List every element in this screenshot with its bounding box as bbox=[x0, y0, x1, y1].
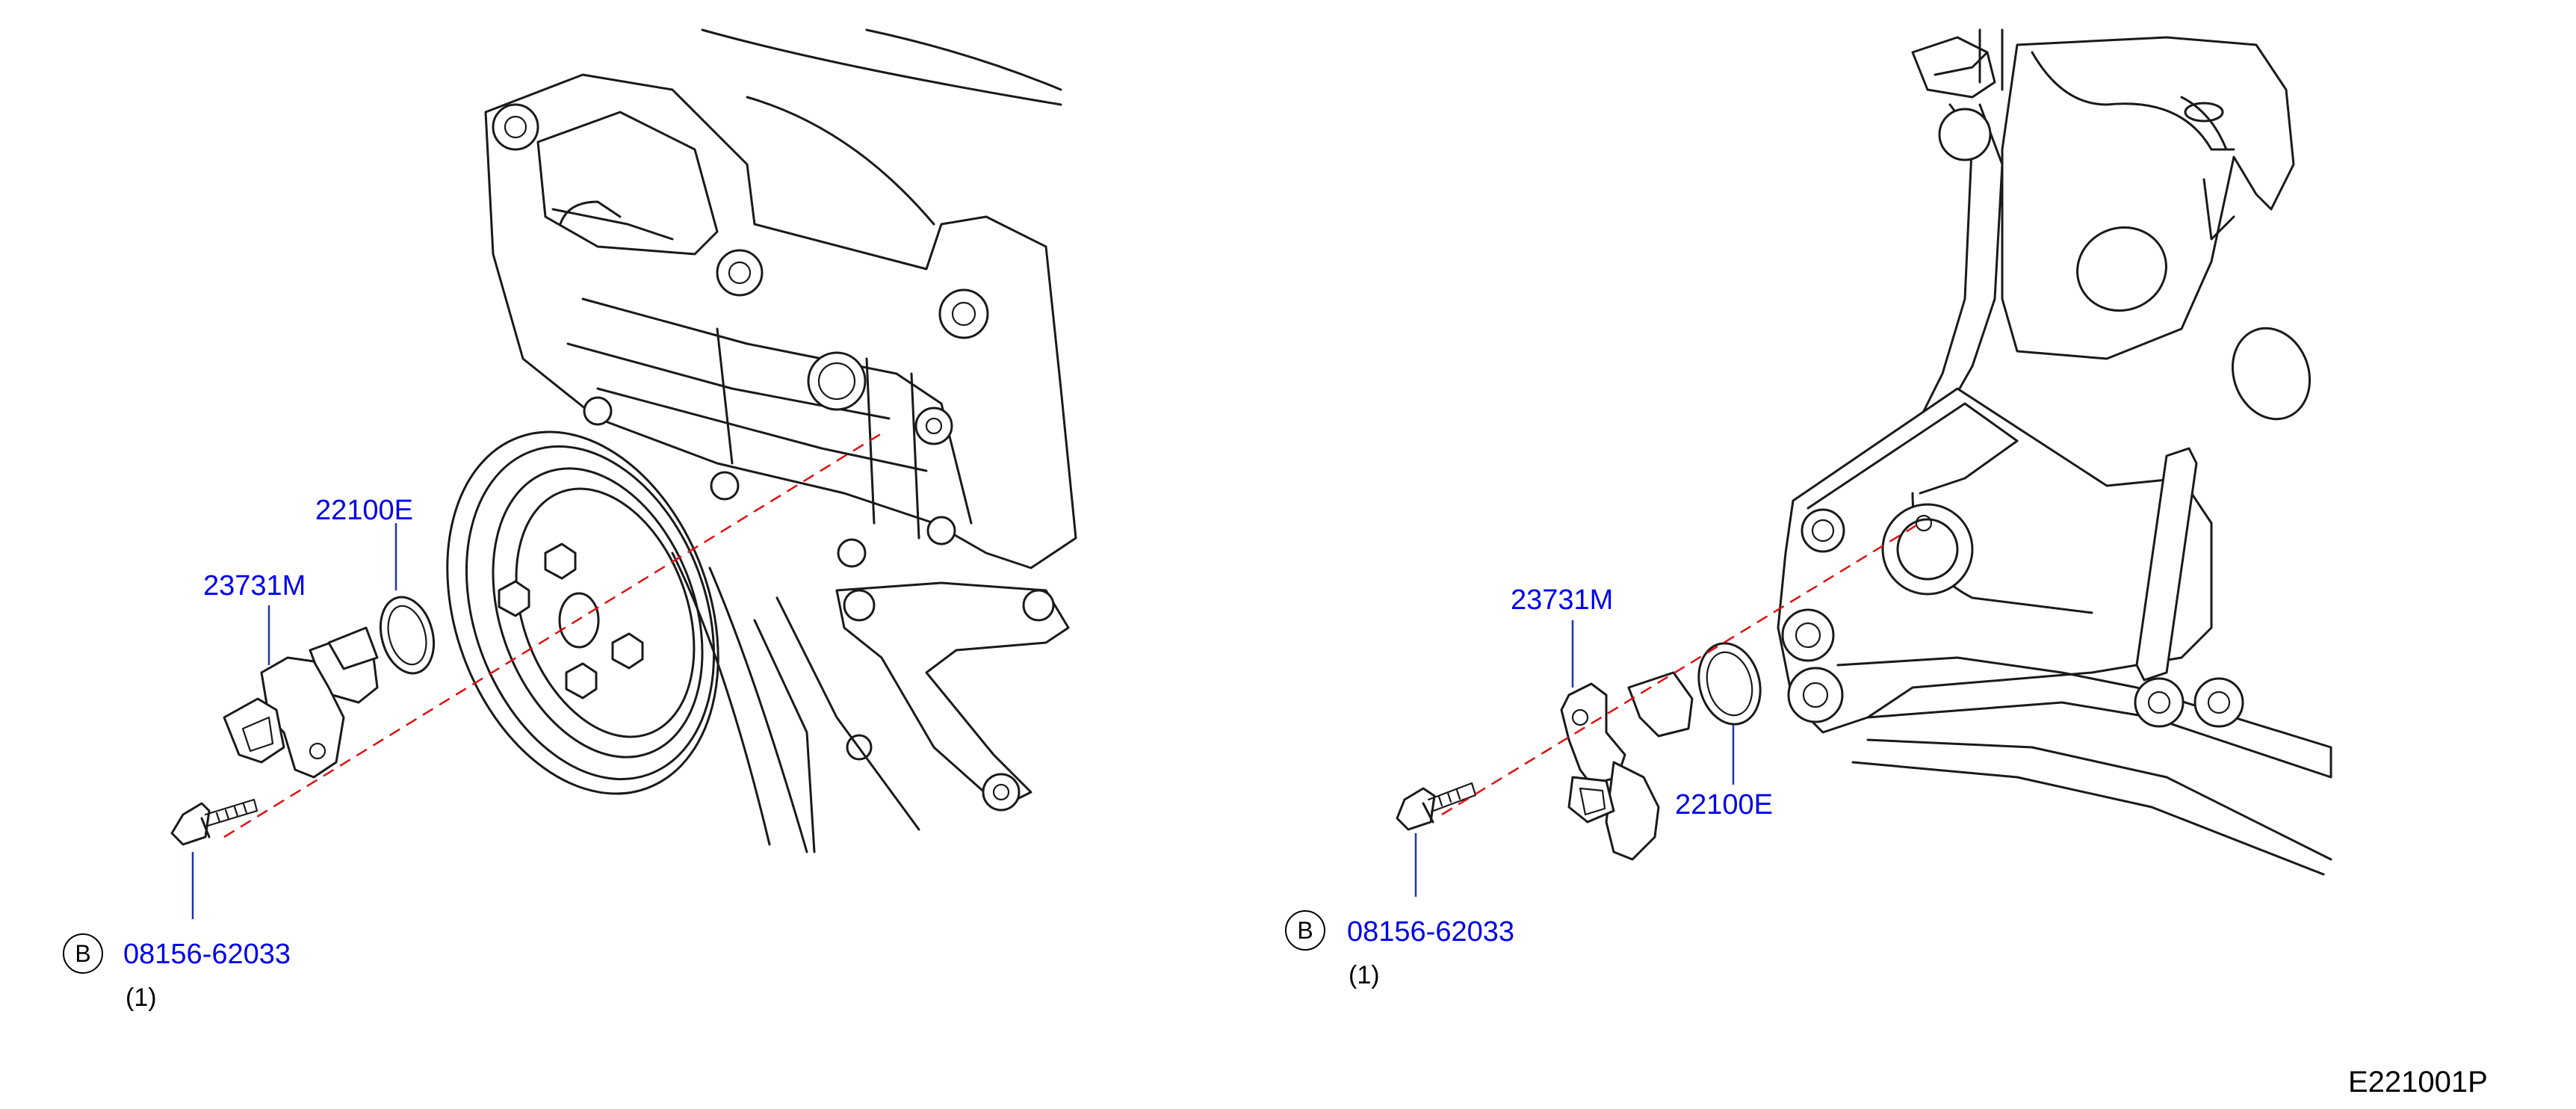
left-engine-illustration bbox=[446, 28, 1077, 853]
left-guide-line bbox=[223, 432, 882, 838]
right-guide-line bbox=[1441, 522, 1921, 816]
right-bolt-badge: B bbox=[1285, 910, 1325, 951]
diagram-code: E221001P bbox=[2348, 1066, 2488, 1099]
left-bolt-quantity: (1) bbox=[126, 983, 157, 1012]
right-engine-illustration bbox=[1777, 28, 2332, 876]
left-parts bbox=[170, 432, 882, 919]
left-bolt-badge: B bbox=[63, 933, 103, 974]
right-oring bbox=[1697, 642, 1762, 726]
left-oring-part-number[interactable]: 22100E bbox=[315, 495, 414, 526]
right-bolt-part-number[interactable]: 08156-62033 bbox=[1347, 916, 1514, 948]
right-parts bbox=[1396, 522, 1921, 897]
left-sensor-part-number[interactable]: 23731M bbox=[203, 570, 306, 602]
left-oring bbox=[380, 596, 435, 675]
left-bolt bbox=[170, 798, 258, 846]
right-cam-sensor bbox=[1560, 671, 1694, 861]
right-sensor-part-number[interactable]: 23731M bbox=[1511, 584, 1614, 616]
right-bolt bbox=[1396, 782, 1477, 831]
right-oring-part-number[interactable]: 22100E bbox=[1675, 789, 1774, 821]
right-bolt-quantity: (1) bbox=[1349, 961, 1380, 989]
left-bolt-part-number[interactable]: 08156-62033 bbox=[123, 939, 291, 970]
left-cam-sensor bbox=[223, 626, 379, 779]
